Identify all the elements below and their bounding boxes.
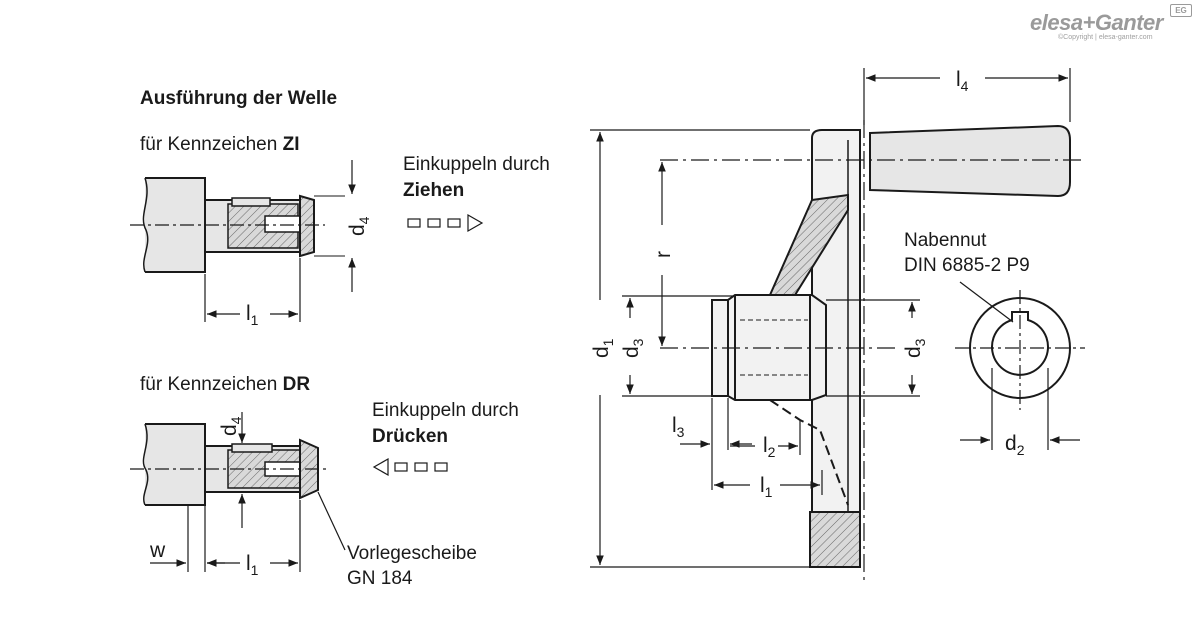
label-l2: l2 [763,434,776,460]
brand-copyright: ©Copyright | elesa-ganter.com [1058,34,1153,41]
brand-logo: elesa+Ganter [1030,10,1163,35]
zi-action-line2: Ziehen [403,180,465,201]
dim-l4 [863,68,1071,125]
dim-l3 [680,398,752,490]
label-d4-zi: d4 [346,216,372,236]
label-l1-main: l1 [760,474,773,500]
label-d3-right: d3 [902,338,928,358]
label-l4: l4 [956,68,969,94]
label-d4-dr: d4 [218,416,244,436]
variant-zi-label: für Kennzeichen ZI [140,134,300,155]
centerlines-main [660,120,1085,580]
pull-direction-arrow [407,213,484,233]
label-w: w [149,539,166,562]
washer-label-line1: Vorlegescheibe [347,543,477,564]
dr-action-line1: Einkuppeln durch [372,400,519,421]
push-direction-arrow [372,457,448,477]
brand-badge: EG [1170,4,1192,17]
dim-d2 [960,368,1080,450]
label-d3-left: d3 [620,338,646,358]
dr-action-line2: Drücken [372,426,449,447]
keyway-label-line2: DIN 6885-2 P9 [904,255,1030,276]
variant-dr-label: für Kennzeichen DR [140,374,311,395]
washer-label-line2: GN 184 [347,568,413,589]
dim-l1-main [714,470,823,495]
dim-d3-left [622,295,735,397]
keyway-label-line1: Nabennut [904,230,987,251]
keyway-leader [959,281,1014,323]
washer-leader [317,491,346,551]
dim-d3-right [826,299,920,397]
section-title: Ausführung der Welle [140,88,338,109]
zi-action-line1: Einkuppeln durch [403,154,550,175]
dim-l1-zi [204,258,301,322]
label-d1: d1 [590,338,616,358]
dimension-labels: d4 l1 d4 l1 w d1 r d3 d3 l4 l3 l2 l1 d2 [149,68,1025,578]
label-l3: l3 [672,414,685,440]
label-l1-dr: l1 [246,552,259,578]
label-l1-zi: l1 [246,302,259,328]
label-d2: d2 [1005,432,1025,458]
dim-d1 [590,129,810,568]
label-r: r [652,251,675,258]
dim-l2 [730,420,801,455]
keyway-centerlines [955,290,1085,410]
shaft-zi-detail [142,177,345,273]
crank-handle-assembly [711,124,1071,568]
dim-w [150,505,225,572]
